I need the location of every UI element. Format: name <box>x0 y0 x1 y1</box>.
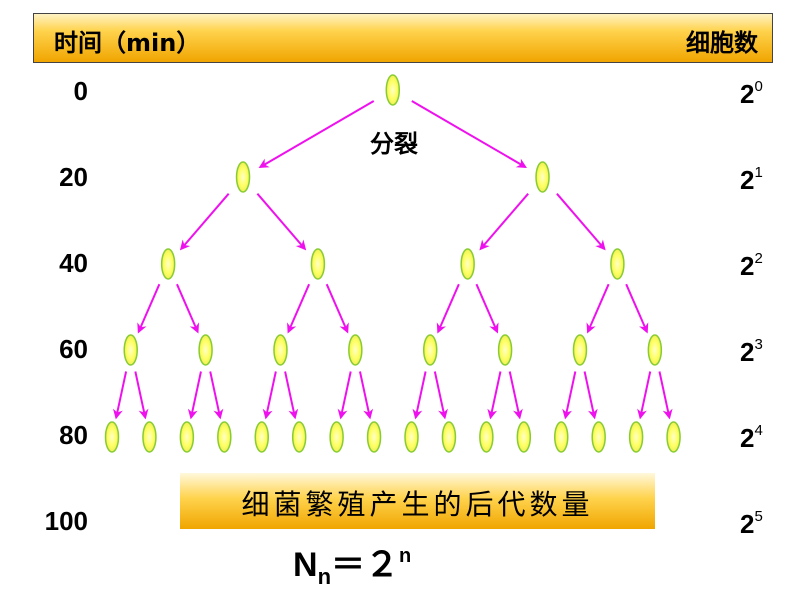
bacterium-cell <box>348 334 363 366</box>
division-arrow <box>479 193 529 251</box>
bacterium-cell <box>479 421 494 453</box>
bacterium-cell <box>554 421 569 453</box>
bacterium-cell <box>273 334 288 366</box>
bacterium-cell <box>179 421 195 453</box>
division-arrow <box>433 371 448 420</box>
division-arrow <box>137 283 161 334</box>
bacterium-cell <box>460 248 475 280</box>
bacterium-cell <box>217 421 232 453</box>
division-arrow <box>287 283 311 334</box>
division-arrow <box>475 283 499 334</box>
time-label-0: 0 <box>73 76 88 106</box>
division-arrow <box>487 371 502 420</box>
bacterium-cell <box>235 161 251 193</box>
bacterium-cell <box>198 334 213 366</box>
division-arrow <box>556 193 606 251</box>
division-arrow <box>256 193 307 251</box>
bacterium-cell <box>516 421 532 453</box>
bacterium-cell <box>160 248 176 280</box>
division-arrow <box>258 100 375 168</box>
bacterium-cell <box>647 334 663 366</box>
bacterium-cell <box>310 248 326 280</box>
bacterium-cell <box>666 421 681 453</box>
cell-count-gen-2: 22 <box>740 250 763 281</box>
bacterium-cell <box>291 421 307 453</box>
division-arrow <box>625 283 649 334</box>
division-arrow <box>284 371 299 420</box>
bacterium-cell <box>104 421 120 453</box>
cell-count-title: 细胞数 <box>686 29 758 57</box>
bacterium-cell <box>123 334 138 366</box>
division-arrow <box>583 371 598 420</box>
division-arrow <box>325 283 349 334</box>
cells-layer <box>104 74 681 453</box>
time-label-20: 20 <box>59 162 88 192</box>
division-arrow <box>176 283 200 334</box>
formula: Nn＝２n <box>293 545 412 589</box>
bacterium-cell <box>404 421 419 453</box>
bacterium-cell <box>535 161 550 193</box>
division-arrow <box>179 193 230 251</box>
caption-box: 细菌繁殖产生的后代数量 <box>180 473 655 529</box>
bacterium-cell <box>628 421 644 453</box>
bacterium-cell <box>610 248 625 280</box>
division-arrow <box>411 100 527 168</box>
cell-count-gen-3: 23 <box>740 336 763 367</box>
cell-count-gen-4: 24 <box>740 422 763 453</box>
caption-text: 细菌繁殖产生的后代数量 <box>241 488 594 521</box>
bacterium-cell <box>385 74 401 106</box>
bacterium-cell <box>366 421 382 453</box>
header-bar: 时间（min） 细胞数 <box>33 13 773 63</box>
division-arrow <box>113 371 128 420</box>
bacterium-cell <box>572 334 588 366</box>
division-arrow <box>586 283 610 334</box>
time-label-80: 80 <box>59 420 88 450</box>
bacterium-cell <box>142 421 157 453</box>
division-arrow <box>436 283 460 334</box>
division-arrow <box>134 371 149 420</box>
division-arrow <box>658 371 673 420</box>
time-label-40: 40 <box>59 248 88 278</box>
division-arrow <box>637 371 652 420</box>
split-label: 分裂 <box>370 130 418 158</box>
division-arrow <box>562 371 577 420</box>
bacterium-cell <box>422 334 438 366</box>
cell-count-gen-0: 20 <box>740 78 763 109</box>
division-arrow <box>187 371 202 420</box>
division-arrow <box>262 371 277 420</box>
time-axis-title: 时间（min） <box>54 29 201 57</box>
division-arrow <box>337 371 352 420</box>
division-arrow <box>508 371 523 420</box>
bacterium-cell <box>591 421 606 453</box>
bacterium-cell <box>329 421 344 453</box>
division-arrow <box>358 371 374 420</box>
bacterium-cell <box>441 421 457 453</box>
bacterium-cell <box>254 421 269 453</box>
division-arrow <box>412 371 427 420</box>
cell-count-gen-1: 21 <box>740 164 763 195</box>
division-arrow <box>209 371 224 420</box>
bacterium-cell <box>497 334 513 366</box>
time-label-100: 100 <box>44 506 88 536</box>
cell-count-gen-5: 25 <box>740 508 763 539</box>
arrows-layer <box>113 100 673 420</box>
time-label-60: 60 <box>59 334 88 364</box>
